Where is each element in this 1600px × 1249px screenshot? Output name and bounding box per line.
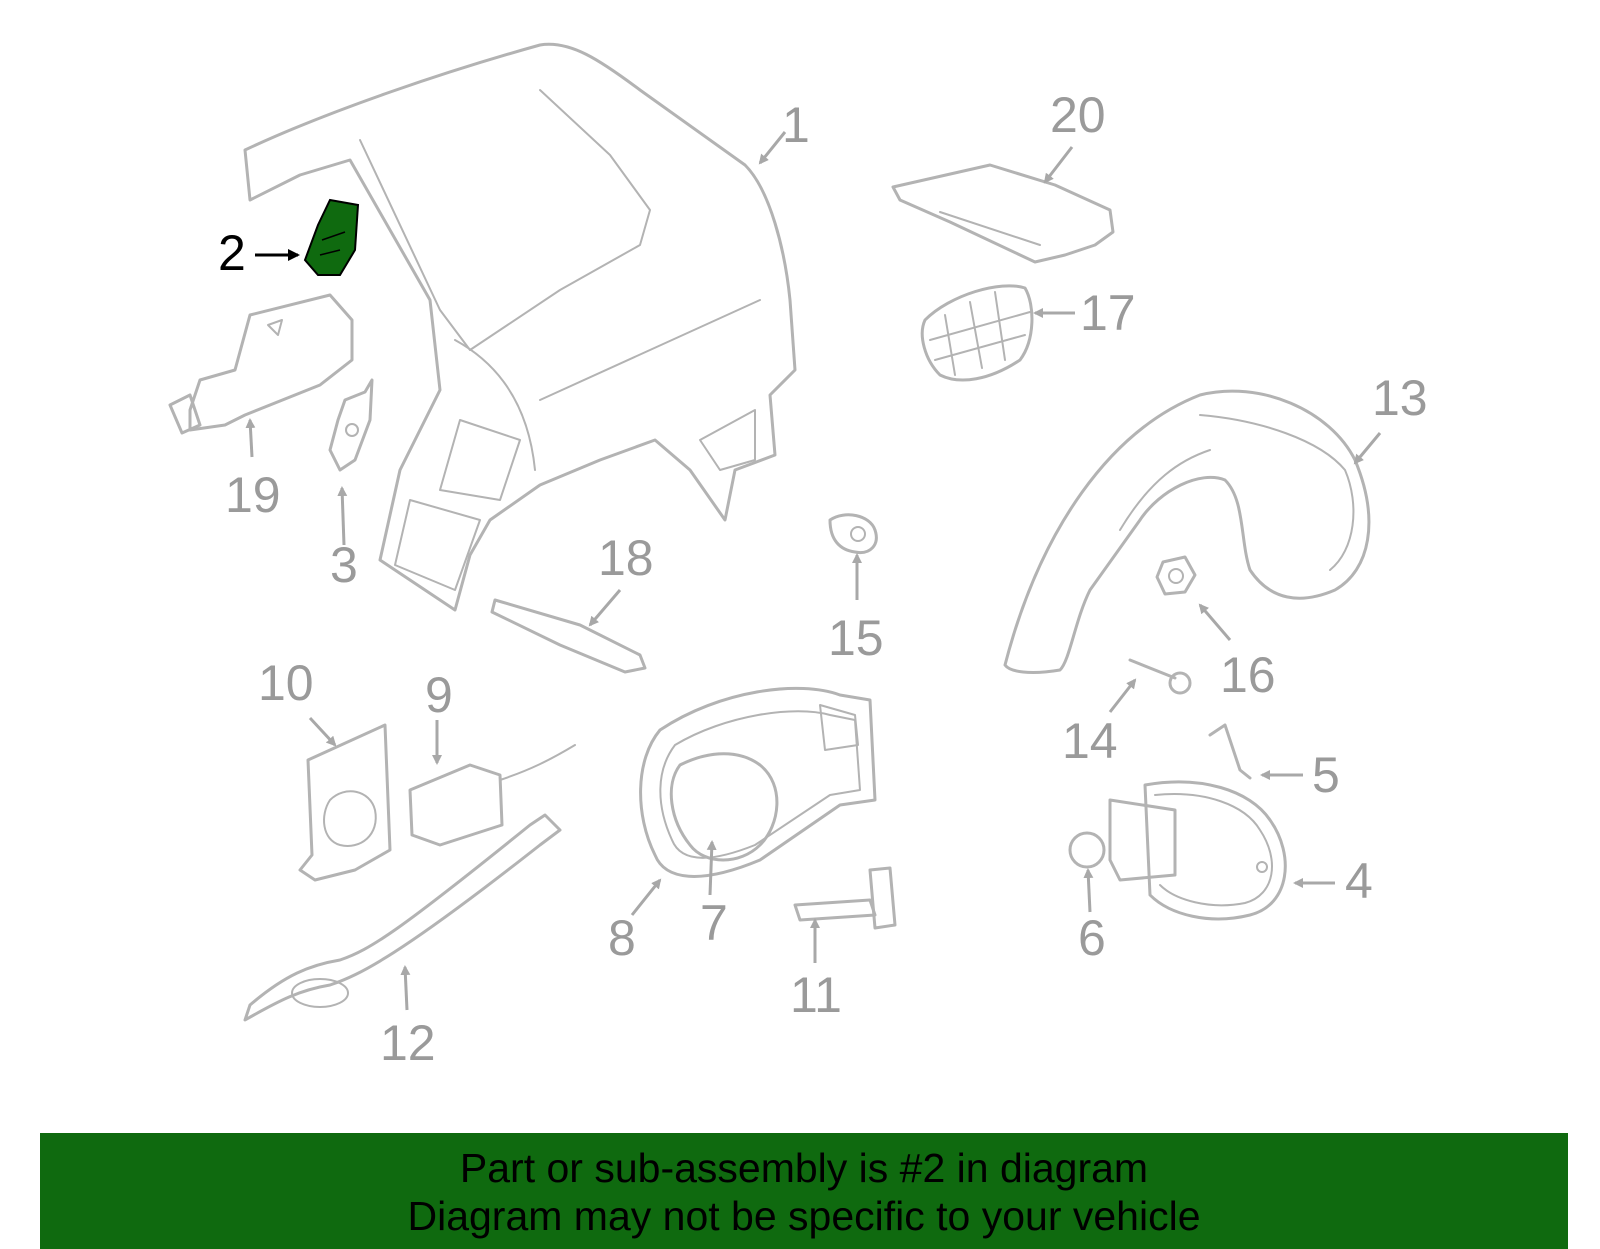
leader-arrows <box>245 131 1382 1011</box>
spring-part-5 <box>1208 723 1252 780</box>
cable-part-12 <box>243 813 562 1022</box>
quarter-panel-part-1 <box>243 42 797 612</box>
strip-part-18 <box>490 598 647 674</box>
callout-17: 17 <box>1080 285 1136 341</box>
callout-18: 18 <box>598 530 654 586</box>
bracket-part-2 <box>303 198 360 276</box>
callout-10: 10 <box>258 655 314 711</box>
parts-diagram: 1 2 3 4 5 6 7 8 9 10 11 12 13 14 15 16 1… <box>168 42 1428 1071</box>
screw-part-14 <box>1128 658 1192 695</box>
plate-part-10 <box>298 723 392 882</box>
housing-part-19 <box>168 293 354 435</box>
latch-part-3 <box>328 378 374 472</box>
banner-line-1: Part or sub-assembly is #2 in diagram <box>459 1145 1149 1191</box>
callout-3: 3 <box>330 537 358 593</box>
callout-1: 1 <box>782 97 810 153</box>
filler-housing-part-7-8 <box>639 686 877 878</box>
vent-part-17 <box>920 284 1034 382</box>
pad-part-20 <box>891 163 1115 264</box>
callout-20: 20 <box>1050 87 1106 143</box>
callout-12: 12 <box>380 1015 436 1071</box>
callout-8: 8 <box>608 910 636 966</box>
callout-15: 15 <box>828 610 884 666</box>
plug-part-6 <box>1068 831 1106 869</box>
callout-11: 11 <box>790 967 842 1023</box>
info-banner: Part or sub-assembly is #2 in diagram Di… <box>40 1133 1568 1249</box>
wheel-liner-part-13 <box>1003 389 1371 674</box>
callout-16: 16 <box>1220 647 1276 703</box>
callout-13: 13 <box>1372 370 1428 426</box>
callout-6: 6 <box>1078 910 1106 966</box>
callout-14: 14 <box>1062 713 1118 769</box>
callout-2: 2 <box>218 225 246 281</box>
callout-4: 4 <box>1345 853 1373 909</box>
clip-part-15 <box>828 513 878 555</box>
fuel-door-part-4 <box>1108 780 1287 921</box>
banner-line-2: Diagram may not be specific to your vehi… <box>407 1193 1201 1239</box>
module-part-9 <box>408 744 576 847</box>
callout-7: 7 <box>700 895 728 951</box>
callout-19: 19 <box>225 467 281 523</box>
rod-part-11 <box>793 866 897 930</box>
callout-5: 5 <box>1312 747 1340 803</box>
nut-part-16 <box>1155 555 1197 596</box>
callout-9: 9 <box>425 667 453 723</box>
